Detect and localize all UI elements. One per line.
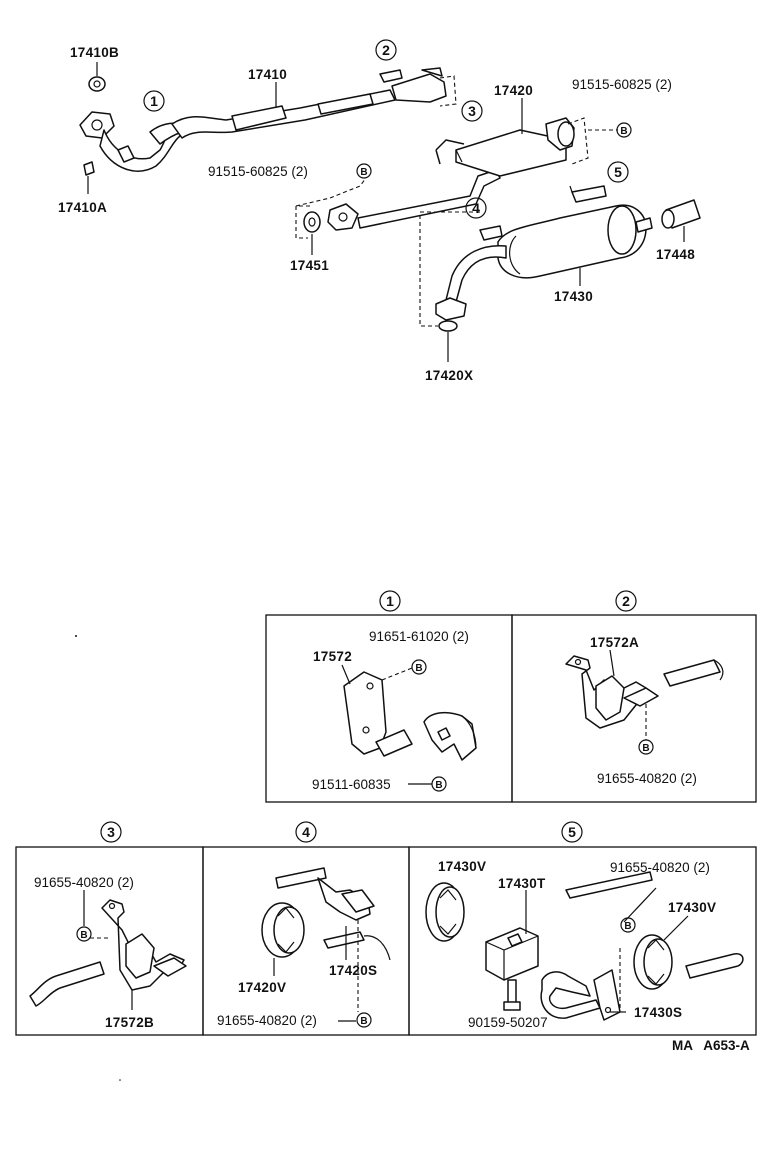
bracket-17430S: [540, 969, 621, 1021]
panel2-bolt: 91655-40820 (2): [597, 771, 697, 786]
dashed-leader: [295, 205, 310, 239]
panel5-bolt-bottom: 90159-50207: [468, 1015, 548, 1030]
svg-text:3: 3: [468, 103, 476, 119]
panel1-bolt-bottom: 91511-60835: [312, 777, 391, 792]
svg-text:B: B: [642, 743, 649, 754]
svg-text:1: 1: [386, 593, 394, 609]
leader: [623, 887, 657, 923]
label-17410A: 17410A: [58, 200, 107, 215]
panel-2-title: 2: [615, 590, 637, 612]
b-marker: B: [616, 122, 632, 138]
label-17410B: 17410B: [70, 45, 119, 60]
tail-tip-17448: [661, 199, 701, 242]
svg-text:3: 3: [107, 824, 115, 840]
panel-3-title: 3: [100, 821, 122, 843]
svg-text:B: B: [624, 921, 631, 932]
panel5-cushion-left-label: 17430V: [438, 859, 486, 874]
speck: [75, 635, 77, 637]
panel-2-frame: [511, 614, 757, 803]
callout-3-top: 3: [461, 100, 483, 122]
hanger-17572B: [29, 899, 187, 1007]
svg-text:4: 4: [472, 200, 480, 216]
cushion-17420V: [261, 902, 305, 958]
gasket-17410B: [88, 62, 106, 92]
b-marker: B: [411, 659, 427, 675]
svg-text:2: 2: [382, 42, 390, 58]
b-marker: B: [620, 917, 636, 933]
cushion-17430V-left: [425, 882, 465, 942]
panel2-hanger-label: 17572A: [590, 635, 639, 650]
panel-1-title: 1: [379, 590, 401, 612]
svg-text:1: 1: [150, 93, 158, 109]
panel-5-frame: [408, 846, 757, 1036]
label-17451: 17451: [290, 258, 329, 273]
panel5-bracket-label: 17430S: [634, 1005, 682, 1020]
panel-5-title: 5: [561, 821, 583, 843]
panel4-bolt: 91655-40820 (2): [217, 1013, 317, 1028]
hanger-17572A: [565, 655, 724, 729]
dashed-leader: [381, 667, 413, 681]
center-pipe-17420: [357, 117, 575, 229]
label-17410: 17410: [248, 67, 287, 82]
svg-text:5: 5: [614, 164, 622, 180]
label-17420X: 17420X: [425, 368, 473, 383]
panel5-cushion-right-label: 17430V: [668, 900, 716, 915]
svg-text:B: B: [360, 167, 367, 178]
panel5-block-label: 17430T: [498, 876, 546, 891]
b-marker: B: [356, 1012, 372, 1028]
label-17430: 17430: [554, 289, 593, 304]
tail-flange: [435, 297, 467, 362]
bolt-pipe: [565, 871, 653, 899]
panel5-bolt-top: 91655-40820 (2): [610, 860, 710, 875]
label-bolt-91515-a: 91515-60825 (2): [572, 77, 672, 92]
bracket-17572: [343, 671, 477, 761]
front-exhaust-pipe-17410: [79, 67, 447, 172]
label-bolt-91515-b: 91515-60825 (2): [208, 164, 308, 179]
svg-text:B: B: [80, 930, 87, 941]
cushion-17430V-right: [633, 934, 673, 990]
callout-4-top: 4: [465, 197, 487, 219]
dashed-leader: [439, 75, 457, 107]
nut-17410A: [83, 161, 95, 194]
bracket-17420S: [275, 867, 391, 961]
panel-4-title: 4: [295, 821, 317, 843]
panel4-cushion-label: 17420V: [238, 980, 286, 995]
b-marker: B: [638, 739, 654, 755]
gasket-17451: [303, 211, 321, 255]
callout-2-top: 2: [375, 39, 397, 61]
callout-1-top: 1: [143, 90, 165, 112]
panel1-bolt-top: 91651-61020 (2): [369, 629, 469, 644]
svg-text:5: 5: [568, 824, 576, 840]
flange-front: [327, 203, 359, 231]
diagram-code: MA A653-A: [672, 1038, 750, 1053]
svg-text:2: 2: [622, 593, 630, 609]
panel4-bracket-label: 17420S: [329, 963, 377, 978]
b-marker: B: [76, 926, 92, 942]
leader: [341, 664, 351, 685]
speck: [119, 1079, 121, 1081]
label-17448: 17448: [656, 247, 695, 262]
tail-muffler-17430: [445, 185, 653, 303]
svg-text:B: B: [360, 1016, 367, 1027]
b-marker: B: [431, 776, 447, 792]
svg-text:B: B: [415, 663, 422, 674]
panel1-bracket-label: 17572: [313, 649, 352, 664]
dashed-leader: [419, 211, 480, 327]
panel3-hanger-label: 17572B: [105, 1015, 154, 1030]
leader: [609, 649, 615, 677]
hanger-rod: [685, 953, 744, 979]
block-17430T: [485, 927, 539, 1011]
label-17420: 17420: [494, 83, 533, 98]
svg-text:4: 4: [302, 824, 310, 840]
dashed-leader: [567, 117, 589, 165]
callout-5-top: 5: [607, 161, 629, 183]
b-marker: B: [356, 163, 372, 179]
svg-text:B: B: [435, 780, 442, 791]
panel3-bolt: 91655-40820 (2): [34, 875, 134, 890]
leader: [663, 915, 689, 941]
dashed-leader: [295, 177, 367, 207]
svg-text:B: B: [620, 126, 627, 137]
